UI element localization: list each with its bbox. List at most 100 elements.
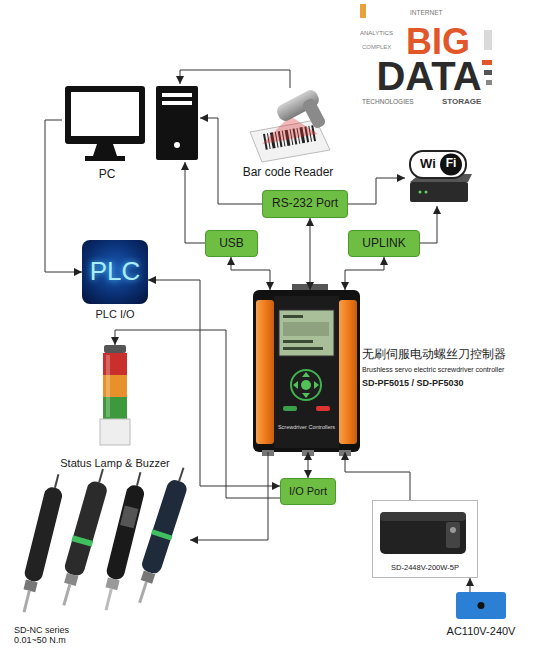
node-label: Fi	[441, 157, 461, 171]
connector-arrow	[45, 120, 82, 272]
word-cloud-text: INTERNET	[410, 10, 443, 17]
wifi-node: WiFi	[405, 148, 471, 206]
connector-arrow	[310, 218, 311, 290]
controller-device-part	[314, 381, 319, 389]
node-label: SD-NC series 0.01~50 N.m	[14, 625, 86, 646]
pc-icon-part	[162, 101, 192, 105]
node-label: SD-PF5015 / SD-PF5030	[362, 378, 532, 388]
screwdriver-icons-part-part	[138, 581, 148, 603]
node-label: PLC I/O	[70, 308, 160, 321]
node-label: DATA	[365, 56, 493, 96]
node-label: PC	[91, 168, 123, 182]
barcode-reader-icon	[250, 88, 331, 162]
node-label: UPLINK	[349, 231, 419, 256]
controller-node: 无刷伺服电动螺丝刀控制器Brushless servo electric scr…	[253, 290, 360, 452]
pc-node: PC	[62, 84, 200, 162]
plc-icon	[82, 240, 148, 304]
screwdriver-icons-part-part	[105, 588, 113, 610]
pc-icon-part	[93, 144, 117, 156]
power-plug-icon-part	[478, 602, 485, 609]
screwdriver-icons-part	[97, 470, 149, 612]
node-label: PLC	[82, 240, 148, 304]
node-label: Status Lamp & Buzzer	[48, 457, 182, 470]
word-cloud-text: TECHNOLOGIES	[362, 99, 414, 106]
word-cloud-text: STORAGE	[442, 98, 481, 106]
screwdriver-icons-part-part	[179, 468, 183, 481]
node-label: Wi	[415, 157, 441, 172]
status-lamp-icon-part	[104, 345, 126, 353]
controller-device-part	[316, 406, 330, 411]
controller-device	[253, 284, 360, 456]
connector-arrow	[345, 257, 384, 290]
wifi-router-icon-part	[425, 191, 428, 194]
barcode-reader-icon-part	[275, 88, 332, 142]
controller-device-part	[283, 340, 313, 343]
word-cloud-text: COMPLEX	[362, 44, 391, 50]
power-supply-icon-part	[446, 522, 460, 548]
pc-icon-part	[162, 93, 192, 97]
controller-device-part	[302, 372, 310, 377]
screwdriver-icons-part-part	[62, 584, 71, 606]
power-supply-icon-part	[380, 512, 466, 554]
power-plug-node: AC110V-240V	[456, 592, 506, 619]
port-box: USB	[205, 230, 258, 257]
node-label: Screwdriver Controllers	[253, 424, 360, 430]
controller-device-part	[283, 315, 303, 318]
pc-icon-part	[65, 86, 145, 144]
wifi-router-icon-part	[419, 191, 422, 194]
pc-icon-part	[156, 86, 198, 160]
wifi-router-icon-part	[410, 182, 468, 202]
screwdriver-icons-part-part	[106, 578, 120, 591]
big-data-cloud-part	[482, 60, 492, 65]
connector-arrow	[200, 118, 262, 204]
port-box: RS-232 Port	[262, 190, 348, 218]
word-cloud-text: ANALYTICS	[360, 30, 393, 36]
screwdriver-icons-part-part	[120, 505, 138, 528]
connector-arrow	[185, 162, 205, 243]
screwdriver-icons-part-part	[64, 573, 78, 586]
screwdriver-icons-part-part	[137, 472, 140, 486]
screwdriver-icons-part-part	[24, 580, 38, 593]
screwdriver-icons-part-part	[23, 590, 31, 612]
port-box: UPLINK	[348, 230, 420, 257]
node-label: I/O Port	[281, 479, 335, 504]
status-lamp-icon	[100, 345, 130, 445]
big-data-cloud-part	[484, 70, 492, 75]
node-label: USB	[206, 231, 257, 256]
controller-device-part	[339, 300, 357, 444]
controller-device-part	[256, 300, 274, 444]
connector-arrow	[115, 330, 280, 498]
barcode-reader-icon-part	[262, 116, 318, 144]
screwdriver-icons-part	[54, 466, 113, 608]
controller-device-part	[291, 370, 321, 400]
controller-device-part	[253, 290, 360, 452]
node-label: 无刷伺服电动螺丝刀控制器	[362, 348, 532, 361]
connector-arrow	[470, 578, 471, 592]
barcode-reader-node: Bar code Reader	[245, 88, 330, 160]
screwdriver-icons-part-part	[151, 529, 173, 540]
plc-node: PLCPLC I/O	[82, 240, 148, 304]
pc-icon-part	[85, 156, 125, 161]
controller-device-part	[283, 322, 329, 336]
screwdriver-icons-part	[130, 464, 194, 606]
power-plug-icon-part	[456, 592, 506, 619]
big-data-cloud-part	[484, 30, 492, 50]
screwdriver-icons-part-part	[63, 480, 109, 578]
controller-device-part	[283, 347, 323, 350]
screwdriver-icons-part-part	[140, 478, 189, 575]
screwdriver-icons-part-part	[99, 469, 103, 482]
connector-arrow	[231, 257, 270, 290]
controller-device-part	[293, 381, 298, 389]
screwdriver-icons-part-part	[23, 486, 64, 584]
plc-icon-part	[82, 240, 148, 304]
node-label: Brushless servo electric screwdriver con…	[362, 366, 539, 374]
wifi-router-icon	[410, 151, 472, 202]
pc-icon-part	[71, 92, 139, 136]
screwdriver-node: SD-NC series 0.01~50 N.m	[12, 478, 190, 623]
status-lamp-node: Status Lamp & Buzzer	[98, 345, 132, 447]
big-data-cloud-part	[486, 80, 492, 85]
barcode-reader-icon-part-part	[301, 97, 327, 130]
pc-icon-part	[174, 142, 180, 148]
node-label: SD-2448V-200W-5P	[373, 564, 477, 573]
